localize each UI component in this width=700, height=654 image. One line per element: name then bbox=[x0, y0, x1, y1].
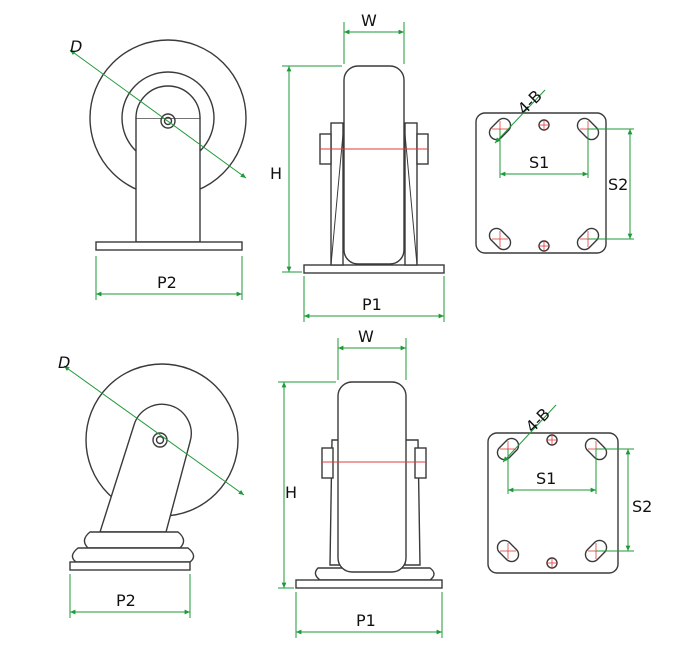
bottom-4b-label: 4-B bbox=[522, 404, 554, 436]
top-mount-plate-side bbox=[95, 241, 243, 251]
bottom-front-dims bbox=[278, 338, 443, 638]
top-diameter-dim-line bbox=[69, 49, 247, 179]
bottom-front-view bbox=[295, 381, 443, 589]
top-p2-label: P2 bbox=[157, 273, 177, 292]
bottom-bolt-head bbox=[321, 447, 334, 479]
top-s2-label: S2 bbox=[608, 175, 628, 194]
bottom-wheel-front bbox=[337, 381, 407, 573]
bottom-mount-plate-front bbox=[295, 579, 443, 589]
top-fork-leg bbox=[135, 117, 201, 243]
top-front-dims bbox=[282, 22, 445, 322]
bottom-w-label: W bbox=[358, 327, 374, 346]
top-plate-outline bbox=[475, 112, 607, 254]
bottom-side-view bbox=[69, 363, 239, 571]
bottom-p2-label: P2 bbox=[116, 591, 136, 610]
top-plate-view bbox=[475, 112, 607, 254]
bottom-bolt-nut bbox=[414, 447, 427, 479]
top-side-dims: D P2 bbox=[69, 37, 247, 300]
top-front-view bbox=[303, 65, 445, 274]
top-wheel-front bbox=[343, 65, 405, 265]
bottom-diameter-dim-line bbox=[63, 365, 245, 496]
top-plate-dims bbox=[494, 89, 634, 240]
bottom-diameter-label: D bbox=[58, 353, 70, 372]
top-w-label: W bbox=[361, 11, 377, 30]
bottom-plate-dims bbox=[502, 404, 634, 552]
top-h-label: H bbox=[270, 164, 282, 183]
bottom-s1-label: S1 bbox=[536, 469, 556, 488]
bottom-s2-label: S2 bbox=[632, 497, 652, 516]
top-p1-label: P1 bbox=[362, 295, 382, 314]
bottom-h-label: H bbox=[285, 483, 297, 502]
top-s1-label: S1 bbox=[529, 153, 549, 172]
bottom-plate-outline bbox=[487, 432, 619, 574]
top-diameter-label: D bbox=[70, 37, 82, 56]
top-side-view bbox=[89, 39, 247, 251]
bottom-swivel-bearing bbox=[83, 531, 185, 549]
top-mount-plate-front bbox=[303, 264, 445, 274]
bottom-side-dims: D P2 bbox=[58, 353, 245, 618]
bottom-p1-label: P1 bbox=[356, 611, 376, 630]
bottom-swivel-fork bbox=[99, 403, 192, 533]
bottom-mount-plate-side bbox=[69, 561, 191, 571]
